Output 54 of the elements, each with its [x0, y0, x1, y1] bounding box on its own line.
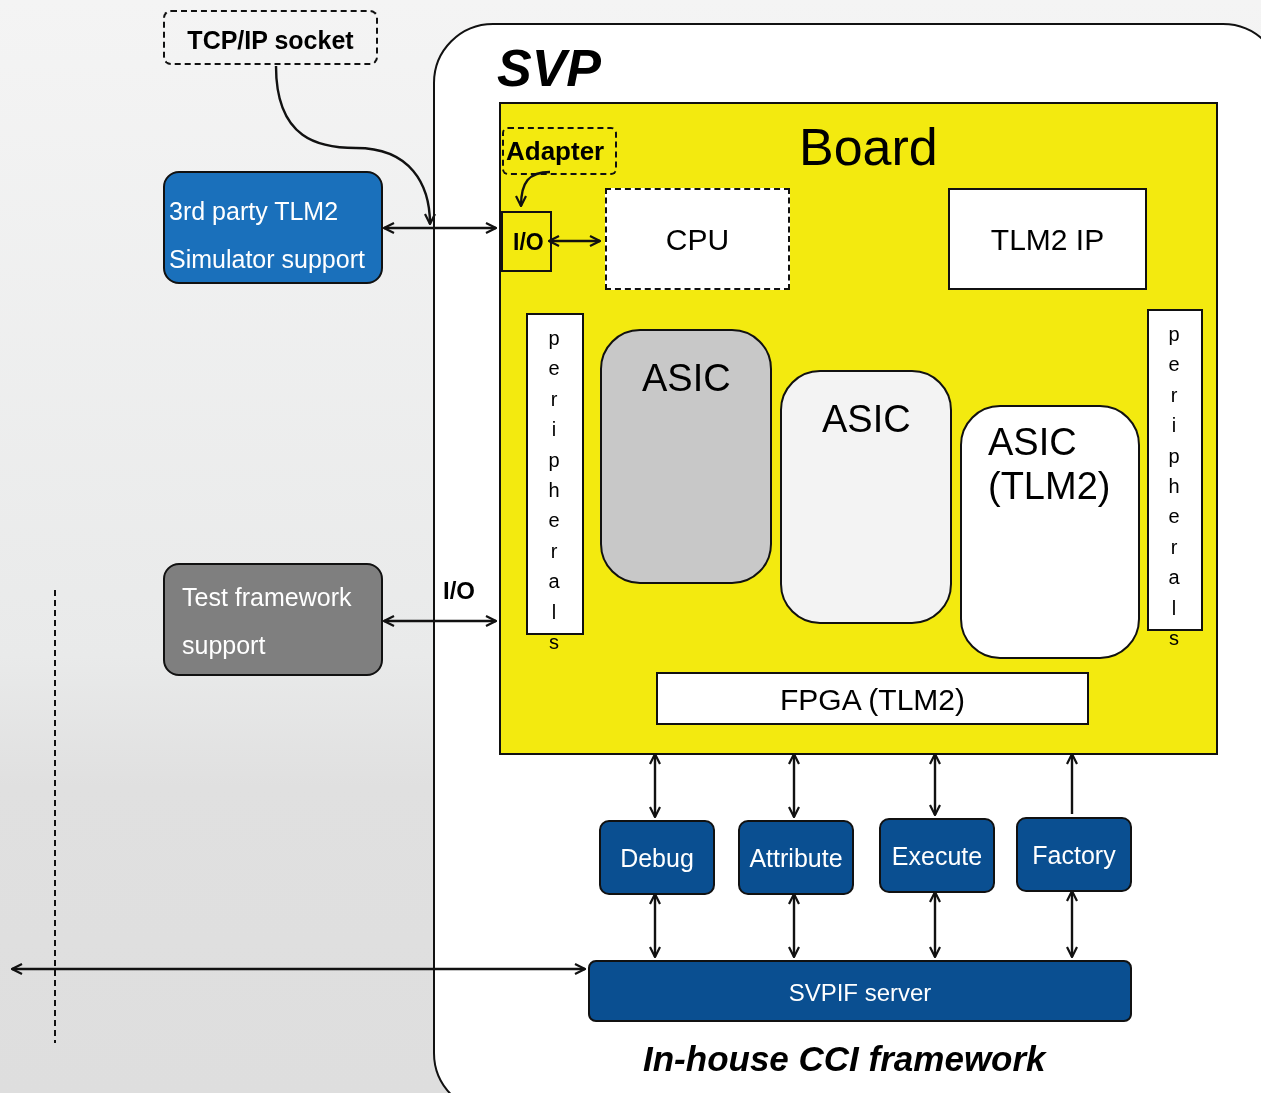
node-label: I/O: [513, 229, 544, 256]
double-arrow: [787, 892, 801, 959]
arrow: [515, 170, 551, 208]
leader-line: [274, 65, 436, 226]
node-label: peripherals: [1162, 323, 1185, 658]
fpga-box: [656, 672, 1089, 725]
double-arrow: [382, 614, 498, 628]
server-bar: [588, 960, 1132, 1022]
node-label: TLM2 IP: [989, 223, 1106, 258]
node-label: SVPIF server: [787, 979, 933, 1007]
node-label: peripherals: [542, 327, 565, 662]
node-label: CPU: [664, 223, 731, 258]
double-arrow: [10, 962, 587, 976]
node-label: ASIC: [822, 398, 911, 442]
container-title: SVP: [497, 39, 602, 99]
io-box: [501, 211, 552, 272]
attribute-box: [738, 820, 854, 895]
double-arrow: [1065, 889, 1079, 959]
node-label: Factory: [1031, 841, 1117, 870]
board-panel: [499, 102, 1218, 755]
double-arrow: [928, 752, 942, 817]
node-label: Attribute: [748, 844, 844, 873]
factory-box: [1016, 817, 1132, 892]
node-label: ASIC: [642, 357, 731, 401]
asic-card: [960, 405, 1140, 659]
double-arrow: [928, 890, 942, 959]
debug-box: [599, 820, 715, 895]
node-label: 3rd party TLM2 Simulator support: [169, 196, 366, 275]
double-arrow: [547, 234, 602, 248]
node-label: Debug: [619, 844, 695, 873]
node-label: Test framework support: [182, 582, 353, 661]
asic-card: [780, 370, 952, 624]
execute-box: [879, 818, 995, 893]
double-arrow: [648, 752, 662, 819]
edge-label: I/O: [443, 578, 475, 605]
ip-box: [948, 188, 1147, 290]
node-label: FPGA (TLM2): [779, 683, 966, 718]
svp-container: [433, 23, 1261, 1093]
node-label: Board: [799, 118, 938, 178]
arrow: [1065, 752, 1079, 814]
double-arrow: [787, 752, 801, 819]
container-caption: In-house CCI framework: [643, 1039, 1046, 1080]
cpu-box: [605, 188, 790, 290]
asic-card: [600, 329, 772, 584]
double-arrow: [382, 221, 498, 235]
node-label: Adapter: [506, 137, 605, 167]
node-label: Execute: [890, 842, 984, 871]
simulator-support-box: [163, 171, 383, 284]
double-arrow: [648, 892, 662, 959]
socket-box: [163, 10, 378, 65]
node-label: ASIC (TLM2): [988, 421, 1112, 509]
node-label: TCP/IP socket: [186, 26, 355, 55]
adapter-box: [502, 127, 617, 175]
test-framework-box: [163, 563, 383, 676]
